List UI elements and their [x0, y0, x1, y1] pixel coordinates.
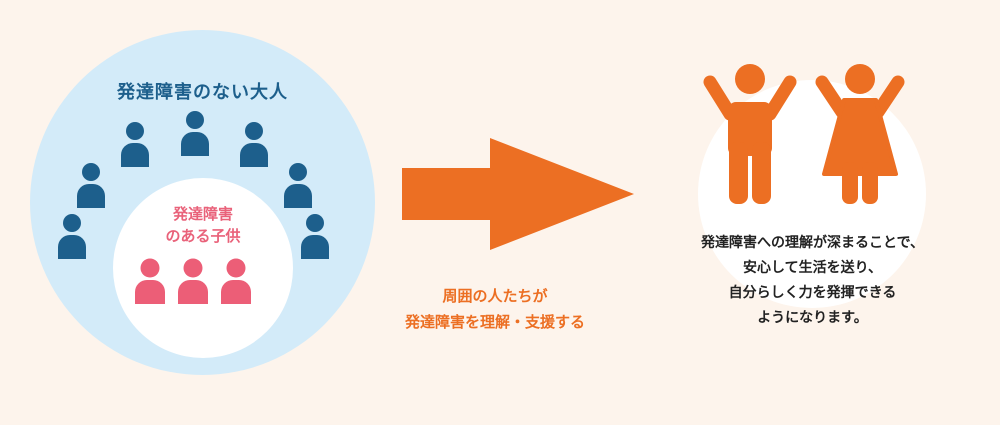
child-person-icon [221, 258, 251, 304]
children-label-line-2: のある子供 [165, 227, 241, 245]
right-arrow-icon [402, 138, 634, 250]
support-caption-line-2: 発達障害を理解・支援する [404, 313, 585, 331]
adult-person-icon [181, 111, 209, 156]
children-label: 発達障害 のある子供 [113, 203, 293, 247]
adult-person-icon [121, 122, 149, 167]
adult-person-icon [301, 214, 329, 259]
result-message-line-4: ようになります。 [757, 310, 868, 326]
adult-person-icon [240, 122, 268, 167]
child-person-icon [135, 258, 165, 304]
support-caption: 周囲の人たちが 発達障害を理解・支援する [360, 283, 630, 335]
support-caption-line-1: 周囲の人たちが [442, 287, 548, 305]
result-message-line-3: 自分らしく力を発揮できる [728, 285, 897, 301]
adults-label: 発達障害のない大人 [117, 82, 288, 103]
result-message: 発達障害への理解が深まることで、 安心して生活を送り、 自分らしく力を発揮できる… [640, 231, 985, 331]
happy-children-figure [703, 64, 905, 204]
girl-arms-up-icon [815, 64, 905, 204]
children-label-line-1: 発達障害 [172, 205, 233, 223]
adult-person-icon [58, 214, 86, 259]
adult-person-icon [284, 163, 312, 208]
adult-person-icon [77, 163, 105, 208]
boy-arms-up-icon [703, 64, 797, 204]
result-message-line-2: 安心して生活を送り、 [742, 260, 883, 276]
result-message-line-1: 発達障害への理解が深まることで、 [700, 235, 925, 251]
child-person-icon [178, 258, 208, 304]
